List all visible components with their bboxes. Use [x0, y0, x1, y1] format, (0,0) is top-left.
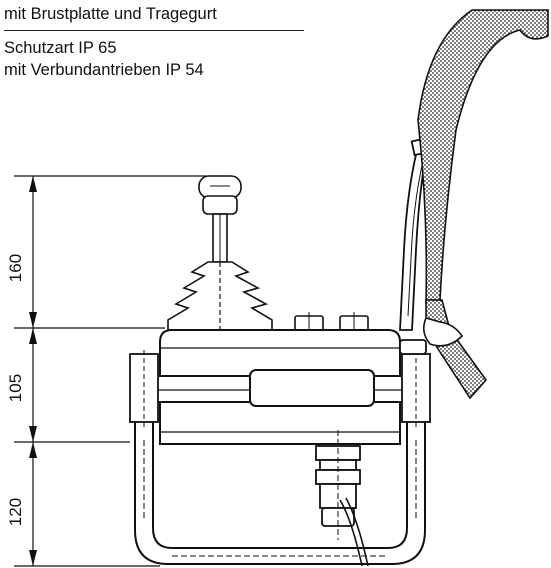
- carrying-frame: [134, 422, 426, 565]
- pushbuttons: [294, 312, 369, 333]
- joystick-bellows: [167, 261, 273, 331]
- dimension-105-label: 105: [6, 374, 25, 402]
- strap-end: [425, 299, 488, 400]
- protection-class-label: Schutzart IP 65: [4, 39, 117, 57]
- bracket-left: [129, 353, 159, 423]
- heading-underline: [4, 30, 304, 31]
- cable: [339, 497, 369, 567]
- side-brackets: [129, 350, 431, 428]
- housing-label-plate: [249, 369, 375, 407]
- housing: [149, 329, 411, 445]
- joystick: [198, 175, 242, 263]
- strap-buckle-lower: [422, 317, 464, 347]
- dimension-arrows: [29, 176, 37, 566]
- shoulder-strap: [417, 9, 549, 400]
- joystick-knob-bottom: [202, 195, 238, 215]
- cable-gland: [315, 430, 361, 540]
- dimension-chain: [14, 175, 210, 567]
- drawing-heading: mit Brustplatte und Tragegurt: [4, 5, 217, 23]
- dimension-160-label: 160: [6, 254, 25, 282]
- protection-class-drives-label: mit Verbundantrieben IP 54: [4, 61, 204, 79]
- dimension-120-label: 120: [6, 498, 25, 526]
- bracket-right: [401, 353, 431, 423]
- plate-clamp: [399, 339, 427, 355]
- joystick-knob-top: [198, 175, 242, 199]
